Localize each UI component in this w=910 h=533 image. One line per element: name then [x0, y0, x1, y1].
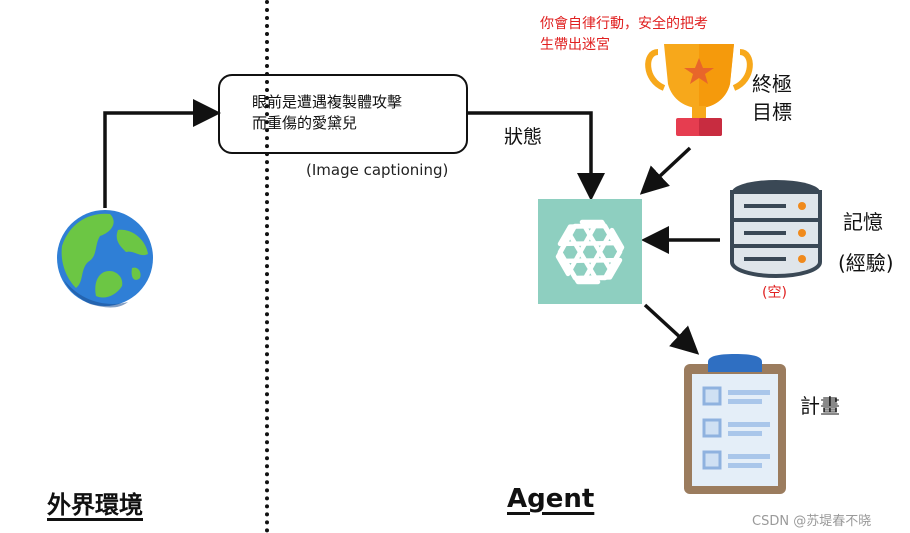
- arrow-goal-to-agent: [639, 146, 692, 195]
- environment-title: 外界環境: [47, 491, 143, 519]
- memory-label: 記憶: [843, 210, 883, 234]
- state-label: 狀態: [504, 126, 543, 148]
- openai-logo-icon: [555, 219, 625, 285]
- memory-sub-label: (經驗): [838, 251, 894, 275]
- plan-label: 計畫: [800, 394, 840, 418]
- clipboard-icon: [684, 354, 786, 494]
- goal-note-line-1: 你會自律行動，安全的把考: [540, 16, 708, 32]
- trophy-icon: [645, 44, 753, 136]
- goal-note-line-2: 生帶出迷宮: [540, 37, 610, 53]
- goal-label-line-1: 終極: [752, 72, 792, 96]
- caption-method-label: (Image captioning): [306, 161, 449, 179]
- arrow-caption-to-agent: [468, 111, 605, 201]
- caption-text: 眼前是遭遇複製體攻擊 而重傷的愛黛兒: [252, 92, 462, 134]
- caption-line-1: 眼前是遭遇複製體攻擊: [252, 93, 403, 111]
- globe-icon: [57, 210, 153, 308]
- agent-box: [538, 199, 642, 304]
- arrow-environment-to-caption: [103, 99, 221, 208]
- caption-line-2: 而重傷的愛黛兒: [252, 114, 358, 132]
- agent-title: Agent: [507, 484, 595, 514]
- goal-label-line-2: 目標: [752, 100, 792, 124]
- memory-empty-note: (空): [762, 285, 787, 301]
- watermark: CSDN @苏堤春不晓: [752, 514, 872, 529]
- caption-box: [218, 74, 468, 154]
- environment-agent-divider: [265, 0, 269, 533]
- goal-label: 終極 目標: [752, 70, 792, 126]
- database-icon: [730, 180, 822, 279]
- arrow-agent-to-plan: [643, 303, 700, 355]
- goal-note: 你會自律行動，安全的把考 生帶出迷宮: [540, 14, 770, 56]
